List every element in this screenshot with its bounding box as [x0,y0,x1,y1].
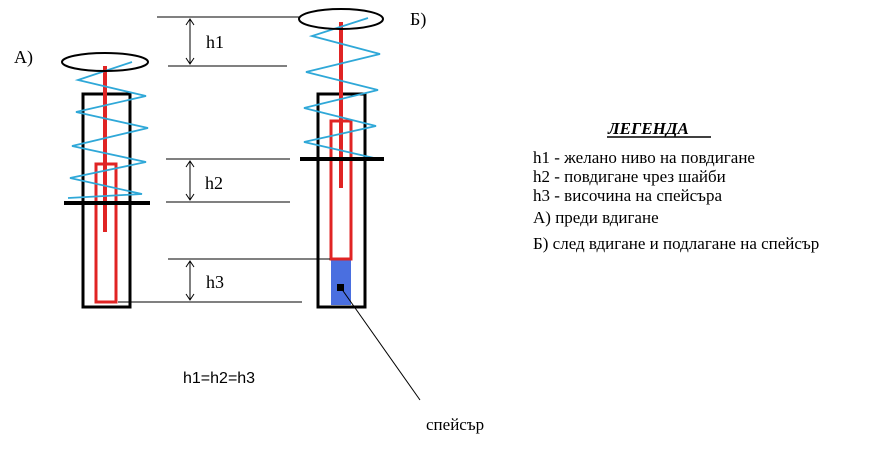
top-plate-b [298,8,384,30]
legend-title: ЛЕГЕНДА [608,119,689,138]
label-h2: h2 [205,173,223,193]
legend-item-h3: h3 - височина на спейсъра [533,186,722,205]
legend-item-a: А) преди вдигане [533,208,659,227]
spacer-block [331,260,351,305]
dimension-h1 [157,16,300,67]
dimension-h3 [118,258,330,303]
assembly-a [61,52,150,309]
label-state-b: Б) [410,9,427,29]
spring-a [67,61,149,199]
top-plate-a [61,52,149,72]
legend-item-h2: h2 - повдигане чрез шайби [533,167,726,186]
assembly-b [298,8,384,309]
equation-label: h1=h2=h3 [183,370,256,387]
spring-b [299,17,381,161]
dimension-h2 [166,158,290,203]
label-state-a: А) [14,47,33,67]
label-h1: h1 [206,32,224,52]
legend-item-b: Б) след вдигане и подлагане на спейсър [533,234,820,253]
legend-item-h1: h1 - желано ниво на повдигане [533,148,755,167]
spacer-marker [337,284,344,291]
spacer-pointer-line [340,287,421,401]
spacer-label: спейсър [426,415,485,434]
label-h3: h3 [206,272,224,292]
